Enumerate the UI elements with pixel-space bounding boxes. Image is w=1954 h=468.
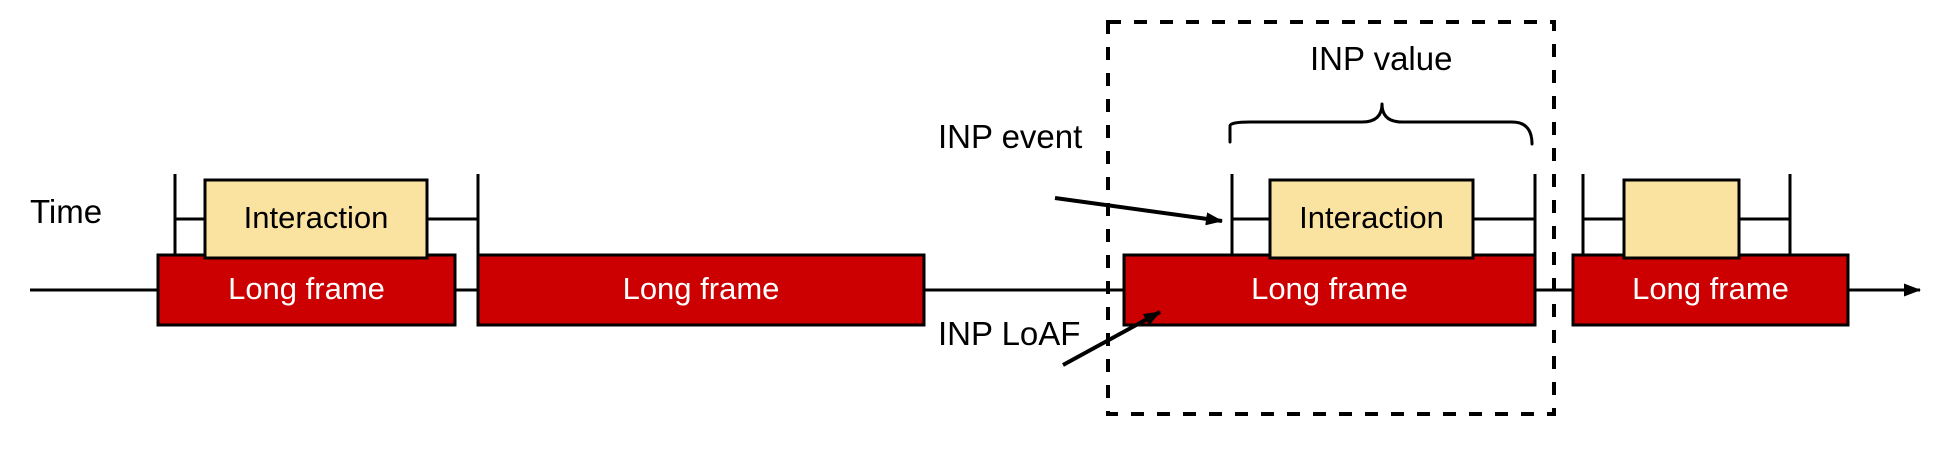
inp-value-brace [1228, 102, 1534, 146]
long-frame-rect [1122, 253, 1537, 327]
interaction-label: Interaction [1299, 200, 1444, 235]
inp-event-label: INP event [938, 118, 1083, 155]
interaction-label: Interaction [243, 200, 389, 235]
inp-value-label: INP value [1310, 40, 1453, 77]
long-frame-label: Long frame [622, 271, 780, 306]
long-frame-rect [476, 253, 926, 327]
inp-value-brace-path [1228, 102, 1534, 146]
long-frame-label: Long frame [228, 271, 385, 306]
inp-event-arrow [1054, 196, 1223, 226]
long-frame-label: Long frame [1251, 271, 1408, 306]
inp-loaf-label: INP LoAF [938, 315, 1081, 352]
interactions-group [203, 178, 1741, 260]
annotation-arrows [1054, 196, 1223, 367]
inp-loaf-arrow [1062, 310, 1161, 367]
long-frame-rect [1571, 253, 1850, 327]
interaction-rect [1268, 178, 1475, 260]
time-label: Time [30, 193, 103, 230]
long-frames-group [156, 253, 1850, 327]
interaction-rect [1622, 178, 1741, 260]
interaction-rect [203, 178, 429, 260]
long-frame-rect [156, 253, 457, 327]
interaction-whiskers [173, 174, 1792, 264]
long-frame-label: Long frame [1632, 271, 1789, 306]
